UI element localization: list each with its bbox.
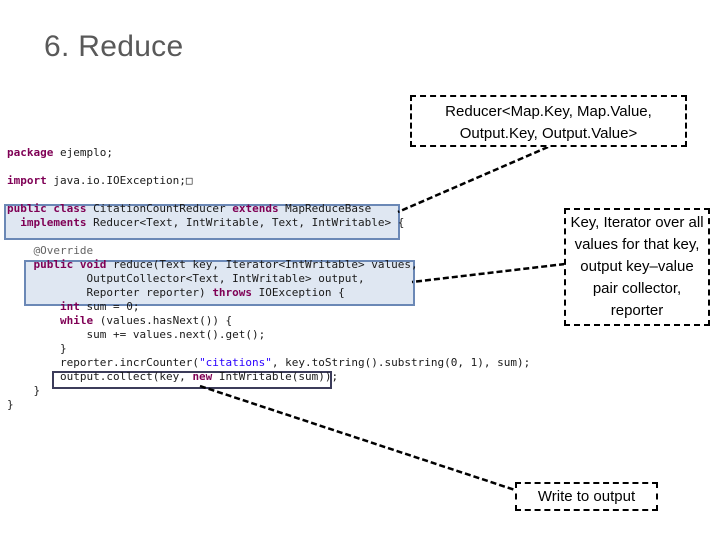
code-line: @Override — [7, 244, 527, 258]
code-token: , key.toString().substring(0, 1), sum); — [271, 356, 531, 369]
code-token: int — [59, 300, 80, 313]
code-line: OutputCollector<Text, IntWritable> outpu… — [7, 272, 527, 286]
code-token: } — [7, 342, 67, 355]
code-line: } — [7, 398, 527, 412]
code-token: ejemplo; — [53, 146, 113, 159]
code-token: import — [7, 174, 47, 187]
code-line: } — [7, 342, 527, 356]
code-token: CitationCountReducer — [86, 202, 233, 215]
callout-reducer-signature: Reducer<Map.Key, Map.Value, Output.Key, … — [410, 95, 687, 147]
code-line: output.collect(key, new IntWritable(sum)… — [7, 370, 527, 384]
code-token: } — [7, 384, 41, 397]
callout-write-output: Write to output — [515, 482, 658, 511]
callout-reduce-params-text: Key, Iterator over all values for that k… — [570, 214, 704, 319]
code-line: int sum = 0; — [7, 300, 527, 314]
code-block: package ejemplo; import java.io.IOExcepti… — [7, 146, 531, 412]
code-token: @Override — [33, 244, 94, 257]
code-token: IOException { — [252, 286, 345, 299]
code-line: } — [7, 384, 527, 398]
code-line: public void reduce(Text key, Iterator<In… — [7, 258, 527, 272]
callout-reduce-params: Key, Iterator over all values for that k… — [564, 208, 710, 326]
code-token: package — [7, 146, 54, 159]
code-token: IntWritable(sum)); — [212, 370, 339, 383]
code-line — [7, 188, 527, 202]
code-token: reduce(Text key, Iterator<IntWritable> v… — [106, 258, 418, 271]
code-token: public — [7, 202, 47, 215]
code-line: package ejemplo; — [7, 146, 527, 160]
code-token: MapReduceBase — [278, 202, 372, 215]
code-token: throws — [212, 286, 253, 299]
code-token: void — [79, 258, 107, 271]
code-token: (values.hasNext()) { — [93, 314, 233, 327]
slide-title: 6. Reduce — [44, 30, 184, 63]
code-line: implements Reducer<Text, IntWritable, Te… — [7, 216, 527, 230]
code-token: sum = 0; — [79, 300, 140, 313]
code-line — [7, 160, 527, 174]
code-line — [7, 230, 527, 244]
output-collect-highlight — [52, 371, 332, 389]
reduce-signature-highlight — [24, 260, 415, 306]
code-token: public — [33, 258, 74, 271]
code-token: Reducer<Text, IntWritable, Text, IntWrit… — [86, 216, 405, 229]
code-line: while (values.hasNext()) { — [7, 314, 527, 328]
code-token: while — [59, 314, 94, 327]
code-line: public class CitationCountReducer extend… — [7, 202, 527, 216]
code-line: import java.io.IOException;□ — [7, 174, 527, 188]
code-token: } — [7, 398, 14, 411]
callout-write-output-text: Write to output — [537, 488, 636, 505]
code-token: reporter.incrCounter( — [7, 356, 200, 369]
code-token: □ — [185, 174, 193, 187]
code-token: OutputCollector<Text, IntWritable> outpu… — [7, 272, 365, 285]
code-token — [7, 314, 60, 327]
code-token: class — [53, 202, 87, 215]
code-line: sum += values.next().get(); — [7, 328, 527, 342]
code-line: reporter.incrCounter("citations", key.to… — [7, 356, 531, 370]
class-declaration-highlight — [4, 204, 400, 240]
code-token — [7, 216, 20, 229]
code-token — [7, 300, 60, 313]
callout-reducer-signature-text: Reducer<Map.Key, Map.Value, Output.Key, … — [445, 103, 652, 142]
code-token: "citations" — [199, 356, 272, 369]
code-token: output.collect(key, — [7, 370, 193, 383]
code-token: new — [192, 370, 213, 383]
code-token — [7, 258, 34, 271]
code-line: Reporter reporter) throws IOException { — [7, 286, 527, 300]
code-token: java.io.IOException; — [46, 174, 186, 187]
code-token: sum += values.next().get(); — [7, 328, 266, 341]
code-token: extends — [232, 202, 279, 215]
code-token — [7, 244, 34, 257]
code-token: implements — [20, 216, 87, 229]
code-token: Reporter reporter) — [7, 286, 213, 299]
code-token — [73, 258, 80, 271]
